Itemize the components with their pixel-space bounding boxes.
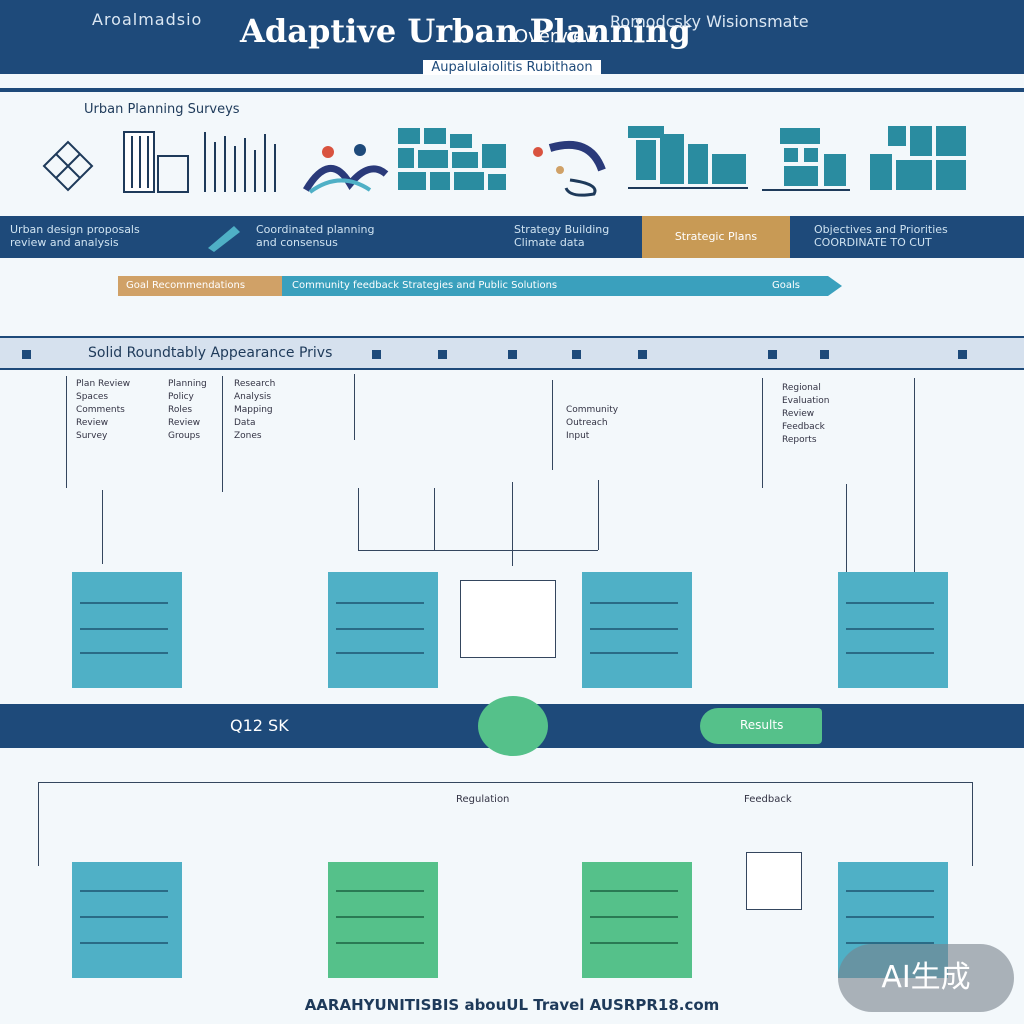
arrow-segment-goals: Goal Recommendations xyxy=(118,276,282,296)
pen-icon xyxy=(208,226,240,252)
results-pill: Results xyxy=(700,708,822,744)
divider xyxy=(0,88,1024,92)
note-block: Plan Review Spaces Comments Review Surve… xyxy=(76,379,131,441)
strategic-plans-tag: Strategic Plans xyxy=(642,216,790,258)
process-box xyxy=(582,572,692,688)
band-marker xyxy=(638,350,647,359)
connector-line xyxy=(38,782,39,866)
note-block: Regional Evaluation Review Feedback Repo… xyxy=(782,383,830,445)
section-label: Urban Planning Surveys xyxy=(84,102,240,117)
process-box xyxy=(328,862,438,978)
footer-text: AARAHYUNITISBIS abouUL Travel AUSRPR18.c… xyxy=(304,996,720,1014)
process-box xyxy=(72,862,182,978)
connector-line xyxy=(102,490,103,564)
apartment-icon xyxy=(762,128,850,191)
process-band: Solid Roundtably Appearance Privs xyxy=(0,336,1024,370)
arrow-tip xyxy=(828,276,842,296)
connector-line xyxy=(512,482,513,566)
lower-callout-right: Feedback xyxy=(744,794,792,805)
connector-line xyxy=(354,374,355,440)
process-box xyxy=(582,862,692,978)
building-icons xyxy=(42,131,276,193)
header-side-text: Overview xyxy=(514,26,599,47)
connector-line xyxy=(222,376,223,492)
band-marker xyxy=(438,350,447,359)
city-grid-icon xyxy=(398,128,506,190)
stripe-left-text: Urban design proposals review and analys… xyxy=(10,223,140,249)
process-arrow: Goal Recommendations Community feedback … xyxy=(118,276,842,296)
arrow-segment-feedback: Community feedback Strategies and Public… xyxy=(282,276,828,296)
process-box xyxy=(328,572,438,688)
process-box xyxy=(72,572,182,688)
people-icon xyxy=(302,144,389,194)
band-marker xyxy=(820,350,829,359)
connector-line xyxy=(358,550,598,551)
connector-line xyxy=(972,782,973,866)
band-marker xyxy=(508,350,517,359)
milestone-label: Q12 SK xyxy=(230,716,289,735)
stripe-mid-text: Coordinated planning and consensus xyxy=(256,223,375,249)
connector-line xyxy=(434,488,435,550)
connector-line xyxy=(38,782,972,783)
milestone-node xyxy=(478,696,548,756)
connector-line xyxy=(762,378,763,488)
band-marker xyxy=(372,350,381,359)
header-left-text: Aroalmadsio xyxy=(92,10,203,29)
band-label: Solid Roundtably Appearance Privs xyxy=(88,345,333,361)
band-marker xyxy=(22,350,31,359)
note-block: Research Analysis Mapping Data Zones xyxy=(234,379,276,441)
subtitle: Aupalulaiolitis Rubithaon xyxy=(0,60,1024,75)
process-box xyxy=(838,572,948,688)
tower-icon xyxy=(870,126,966,190)
ai-generated-badge: AI生成 xyxy=(838,944,1014,1012)
page-title: Adaptive Urban Planning xyxy=(240,12,691,50)
connection-icon xyxy=(533,140,606,197)
note-block: Planning Policy Roles Review Groups xyxy=(168,379,207,441)
lower-callout: Regulation xyxy=(456,794,510,805)
connector-line xyxy=(66,376,67,488)
stripe-center-text: Strategy Building Climate data xyxy=(514,223,610,249)
connector-line xyxy=(598,480,599,550)
connector-line xyxy=(358,488,359,550)
connector-line xyxy=(552,380,553,470)
document-frame xyxy=(746,852,802,910)
band-marker xyxy=(958,350,967,359)
document-frame xyxy=(460,580,556,658)
band-marker xyxy=(768,350,777,359)
connector-line xyxy=(914,378,915,572)
note-block: Community Outreach Input xyxy=(566,405,619,441)
info-stripe: Urban design proposals review and analys… xyxy=(0,216,1024,258)
arrow-end-label: Goals xyxy=(772,280,800,291)
band-marker xyxy=(572,350,581,359)
block-buildings-icon xyxy=(628,126,748,189)
header-right-text: Romodcsky Wisionsmate xyxy=(610,12,809,31)
stripe-right-text: Objectives and Priorities COORDINATE TO … xyxy=(814,223,948,249)
connector-line xyxy=(846,484,847,572)
milestone-bar: Q12 SK Results xyxy=(0,696,1024,756)
